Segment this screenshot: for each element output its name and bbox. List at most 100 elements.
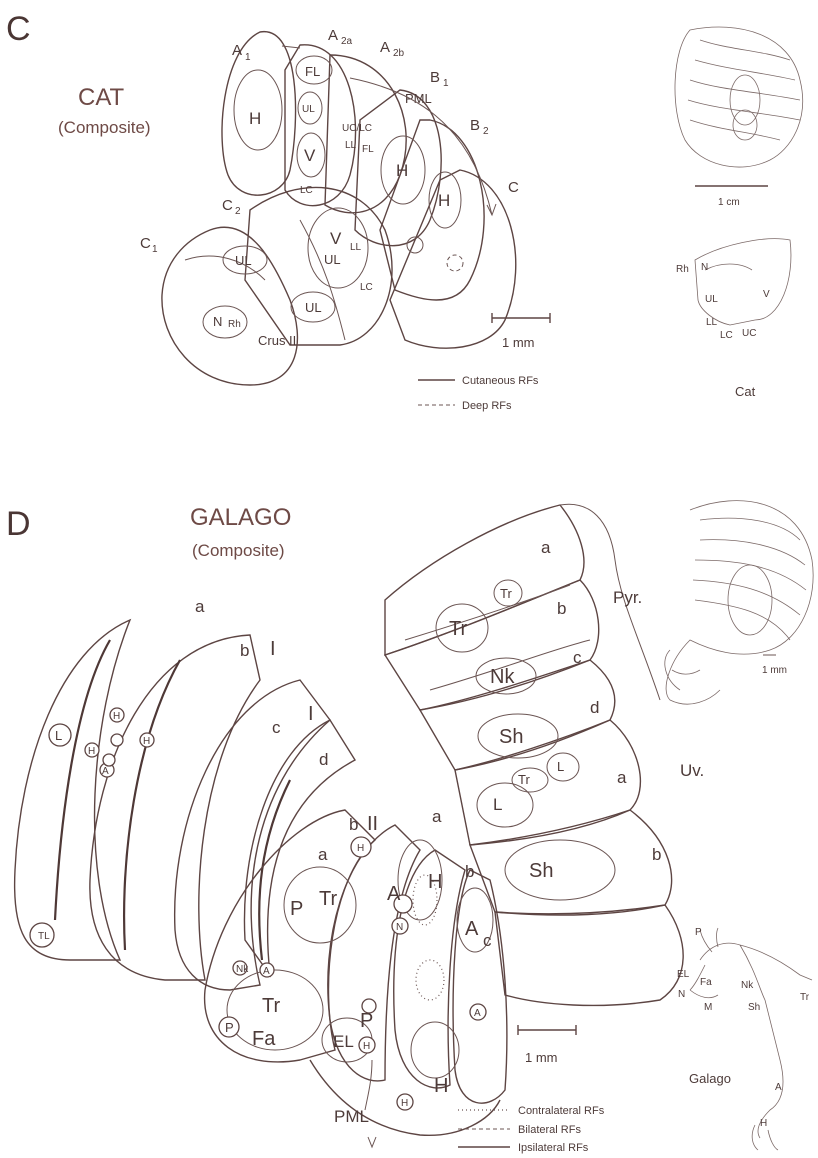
galago-label-el: EL: [333, 1032, 354, 1051]
region-n-label: N: [213, 314, 222, 329]
lobule-b2-outline: [380, 120, 484, 300]
sublobule-a-mid: a: [432, 807, 442, 826]
galago-label-p-1: P: [290, 898, 303, 920]
inset-body-label-n: N: [678, 989, 685, 1000]
sublobule-b-uv: b: [652, 845, 661, 864]
lobule-label-c2: C: [222, 197, 233, 214]
galago-label-h-circle-2: H: [363, 1041, 370, 1052]
inset-body-label-sh: Sh: [748, 1002, 760, 1013]
lobule-label-a1-sub: 1: [245, 52, 251, 63]
legend-bilat-label: Bilateral RFs: [518, 1124, 581, 1136]
label-uv: Uv.: [680, 761, 704, 780]
label-roman-II: II: [367, 813, 378, 835]
inset-label-v: V: [763, 289, 770, 300]
galago-label-h-circle: H: [357, 843, 364, 854]
galago-label-h-left: H: [113, 711, 120, 722]
scale-label-inset-c: 1 cm: [718, 197, 740, 208]
region-h-b2-label: H: [396, 161, 408, 180]
legend-ipsi-label: Ipsilateral RFs: [518, 1142, 589, 1154]
galago-label-tr-5: Tr: [262, 995, 280, 1017]
region-f-deep: [447, 255, 463, 271]
galago-label-sh-2: Sh: [529, 860, 553, 882]
panel-letter-c: C: [6, 10, 31, 48]
scale-bar-d: [518, 1025, 576, 1035]
region-ul-c2b-label: UL: [305, 300, 322, 315]
inset-body-label-p: P: [695, 927, 702, 938]
inset-body-label-el: EL: [677, 969, 690, 980]
label-pyr: Pyr.: [613, 588, 642, 607]
inset-label-rh: Rh: [676, 264, 689, 275]
panel-c-subtitle: (Composite): [58, 118, 151, 137]
region-rh-label: Rh: [228, 319, 241, 330]
region-ul-label: UL: [302, 104, 315, 115]
inset-label-ll: LL: [706, 317, 718, 328]
lobule-label-a2b-sub: 2b: [393, 48, 405, 59]
region-h-b3-label: H: [438, 191, 450, 210]
galago-label-l-2: L: [557, 759, 564, 774]
galago-label-p-small: P: [225, 1020, 234, 1035]
galago-label-tr-4: Tr: [319, 888, 337, 910]
region-lc-c2-label: LC: [360, 282, 373, 293]
galago-label-h-left-3: H: [88, 746, 95, 757]
legend-contra-label: Contralateral RFs: [518, 1105, 605, 1117]
panel-c-title: CAT: [78, 84, 125, 111]
pml-arrow-d: [365, 1060, 372, 1110]
galago-label-tr-3: Tr: [518, 772, 530, 787]
region-ll-c2-label: LL: [350, 242, 362, 253]
galago-lobule-I-b: [175, 680, 330, 990]
galago-label-tr-2: Tr: [500, 586, 512, 601]
sublobule-a-right: a: [541, 538, 551, 557]
galago-right-uv-a: [470, 810, 672, 914]
sublobule-a-left: a: [195, 597, 205, 616]
lobule-label-a2b: A: [380, 39, 390, 56]
inset-body-label-nk: Nk: [741, 980, 754, 991]
galago-label-tl: TL: [38, 931, 50, 942]
region-ll-label: LL: [345, 140, 357, 151]
label-roman-I-1: I: [270, 638, 276, 660]
galago-right-c: [420, 660, 615, 770]
scale-label-inset-d: 1 mm: [762, 665, 787, 676]
panel-d-title: GALAGO: [190, 504, 291, 531]
panel-letter-d: D: [6, 505, 31, 543]
region-fl-small-label: FL: [362, 144, 374, 155]
galago-label-h-left-2: H: [143, 736, 150, 747]
inset-body-label-m: M: [704, 1002, 712, 1013]
scale-label-d: 1 mm: [525, 1050, 558, 1065]
inset-body-label-tr: Tr: [800, 992, 810, 1003]
galago-label-a-left: A: [102, 766, 109, 777]
sublobule-b-left: b: [240, 641, 249, 660]
galago-label-nk-small: Nk: [236, 964, 249, 975]
lobule-label-c2-sub: 2: [235, 206, 241, 217]
galago-label-nk: Nk: [490, 666, 515, 688]
galago-label-l-1: L: [493, 795, 502, 814]
sublobule-b-mid: b: [465, 862, 474, 881]
sublobule-a-ii: a: [318, 845, 328, 864]
galago-region-sh-2: [505, 840, 615, 900]
inset-label-n: N: [701, 262, 708, 273]
lobule-label-a2a: A: [328, 27, 338, 44]
lobule-label-b2-sub: 2: [483, 126, 489, 137]
inset-label-uc: UC: [742, 328, 756, 339]
inset-caption-cat: Cat: [735, 384, 756, 399]
lobule-label-c1: C: [140, 235, 151, 252]
lobule-c-outline: [390, 170, 516, 348]
galago-label-h-big: H: [428, 871, 442, 893]
galago-right-uv-b: [495, 905, 683, 1005]
sublobule-a-uv: a: [617, 768, 627, 787]
inset-caption-galago: Galago: [689, 1071, 731, 1086]
inset-label-lc: LC: [720, 330, 733, 341]
crus-ii-label: Crus II: [258, 333, 296, 348]
region-lc-label: LC: [300, 185, 313, 196]
region-h-label: H: [249, 109, 261, 128]
region-fl-label: FL: [305, 64, 320, 79]
scale-bar-c: [492, 313, 550, 323]
inset-body-label-a: A: [775, 1082, 782, 1093]
panel-d: D GALAGO (Composite): [6, 501, 813, 1154]
lobule-label-b1: B: [430, 69, 440, 86]
cat-cerebellum-inset: [675, 27, 803, 167]
sublobule-d-right: d: [590, 698, 599, 717]
galago-region-l: [477, 783, 533, 827]
galago-label-a-2: A: [465, 918, 479, 940]
inset-label-ul: UL: [705, 294, 718, 305]
